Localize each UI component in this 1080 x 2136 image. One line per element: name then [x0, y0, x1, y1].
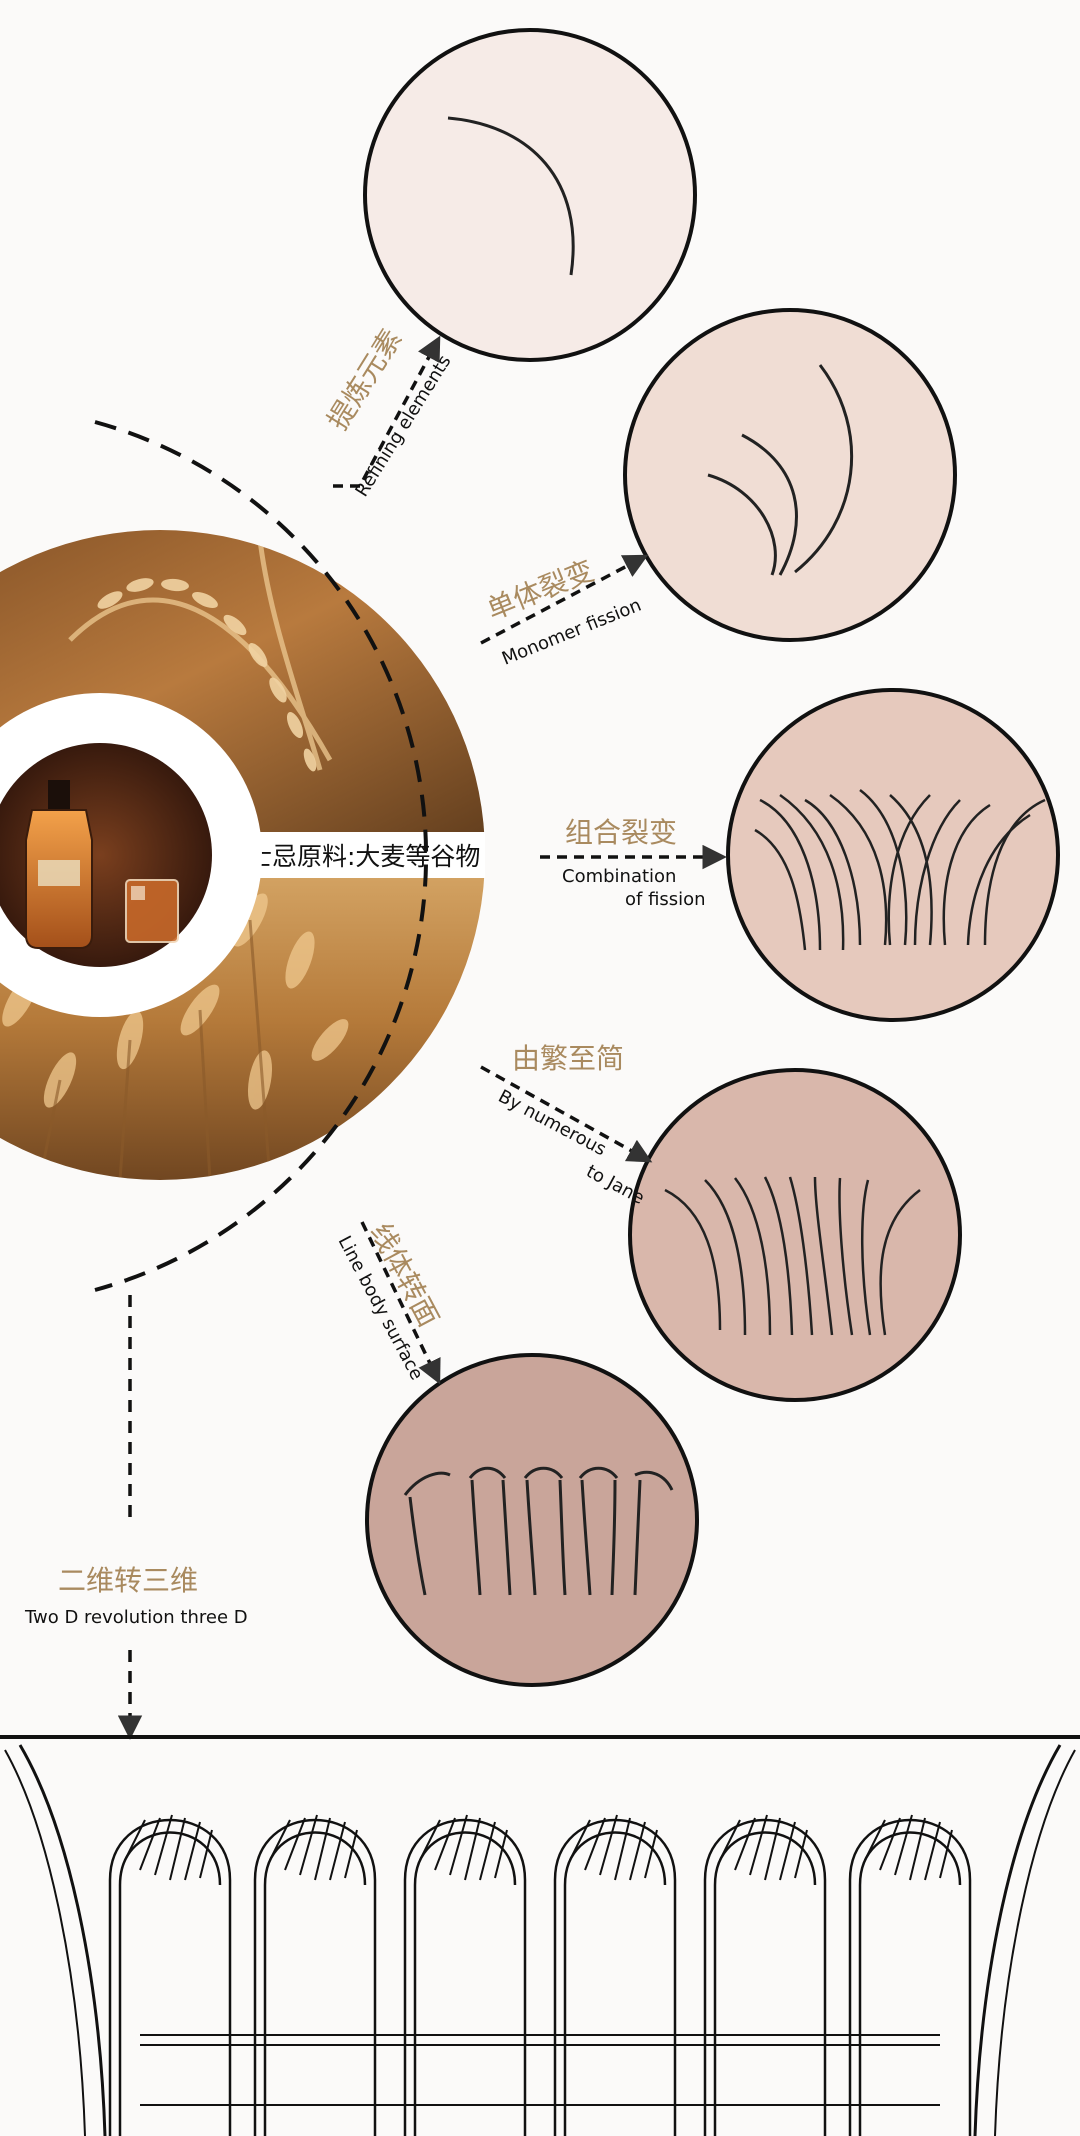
final-label-cn: 二维转三维	[58, 1564, 198, 1597]
dashed-arc	[94, 420, 428, 1292]
step-4-label-en-2: to Jane	[583, 1161, 648, 1209]
arch-3	[403, 1814, 527, 2136]
step-3-label-en-2: of fission	[625, 889, 706, 910]
arch-2	[253, 1814, 377, 2136]
arch-1	[108, 1814, 232, 2136]
step-3-sketch	[754, 789, 1046, 951]
facade-sketch	[0, 1735, 1080, 2136]
step-3: 组合裂变 Combination of fission	[540, 688, 1060, 1022]
step-4-sketch	[664, 1176, 921, 1336]
step-4-label-cn: 由繁至简	[512, 1042, 624, 1075]
step-2: 单体裂变 Monomer fission	[480, 308, 957, 670]
source-label: 威士忌原料:大麦等谷物	[222, 842, 480, 871]
step-4-label-en-1: By numerous	[495, 1086, 610, 1160]
step-2-circle	[623, 308, 957, 642]
arch-6	[848, 1814, 972, 2136]
step-3-label-cn: 组合裂变	[565, 816, 677, 849]
step-2-label-cn: 单体裂变	[482, 554, 598, 627]
step-3-label-en-1: Combination	[562, 866, 676, 887]
arch-5	[703, 1814, 827, 2136]
step-4-circle	[628, 1068, 962, 1402]
step-1-circle	[363, 28, 697, 362]
final-step: 二维转三维 Two D revolution three D	[24, 1295, 248, 1740]
step-4: 由繁至简 By numerous to Jane	[480, 1042, 962, 1402]
arch-4	[553, 1814, 677, 2136]
step-1-sketch	[447, 116, 575, 276]
final-label-en: Two D revolution three D	[24, 1607, 248, 1628]
step-2-sketch	[707, 364, 854, 576]
step-5-circle	[365, 1353, 699, 1687]
whisky-bottle-photo	[0, 743, 212, 967]
step-5-sketch	[403, 1466, 674, 1596]
step-3-circle	[726, 688, 1060, 1022]
